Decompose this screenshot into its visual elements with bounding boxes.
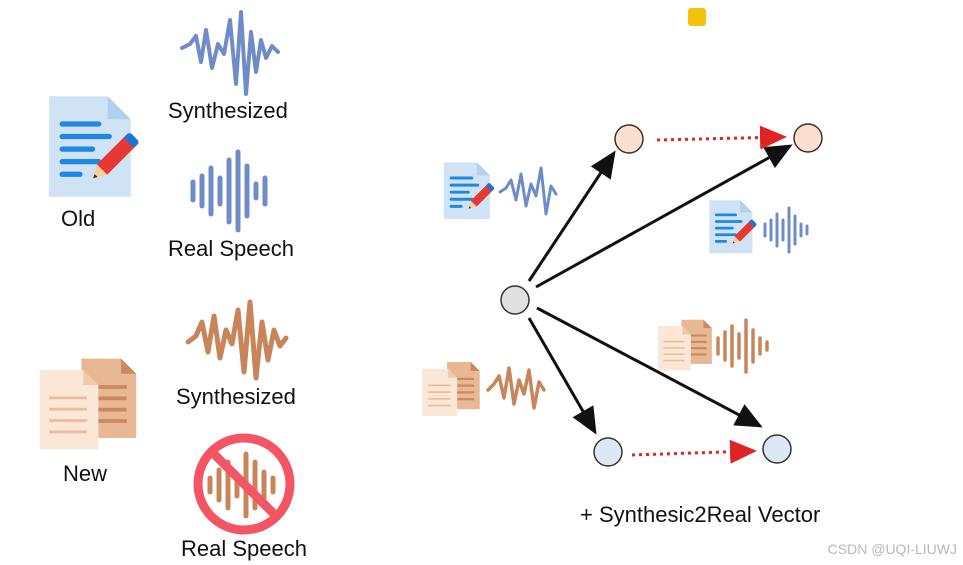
old-real-bars-icon — [190, 149, 268, 233]
old-document-pen-icon — [49, 96, 140, 197]
old-synth-small-wave-icon — [498, 166, 558, 216]
old-synth-label: Synthesized — [168, 98, 288, 123]
new-real-small-bars-icon — [716, 318, 769, 374]
old-real-node — [793, 123, 823, 153]
old-real-label: Real Speech — [168, 236, 294, 261]
new-label: New — [63, 461, 108, 486]
arrows — [527, 144, 793, 435]
center-node — [500, 285, 530, 315]
synthesic2real-arrows — [631, 125, 787, 464]
arrow-to-new-synth — [527, 317, 597, 435]
new-synth-node — [593, 437, 623, 467]
new-s2r-arrow — [631, 439, 757, 464]
watermark: CSDN @UQI-LIUWJ — [827, 541, 957, 557]
old-real-small-bars-icon — [763, 206, 809, 254]
forbidden-icon — [193, 433, 295, 535]
old-real-small-doc-icon — [709, 200, 758, 254]
arrow-to-old-real — [535, 144, 793, 289]
new-real-small-docs-icon — [658, 319, 712, 371]
arrow-to-old-synth — [527, 150, 616, 282]
synthesic2real-caption: + Synthesic2Real Vector — [580, 502, 821, 527]
new-synth-small-docs-icon — [422, 361, 480, 417]
new-synth-wave-icon — [185, 299, 289, 381]
new-synth-label: Synthesized — [176, 384, 296, 409]
old-synth-wave-icon — [180, 10, 280, 96]
new-documents-icon — [39, 358, 137, 450]
note-icon — [688, 8, 706, 26]
new-synth-small-wave-icon — [486, 366, 546, 410]
old-label: Old — [61, 206, 96, 231]
arrow-to-new-real — [536, 306, 763, 428]
new-real-node — [762, 434, 792, 464]
old-s2r-arrow — [656, 125, 787, 150]
old-synth-small-doc-icon — [443, 162, 495, 220]
old-synth-node — [614, 124, 644, 154]
new-real-label: Real Speech — [181, 536, 307, 561]
